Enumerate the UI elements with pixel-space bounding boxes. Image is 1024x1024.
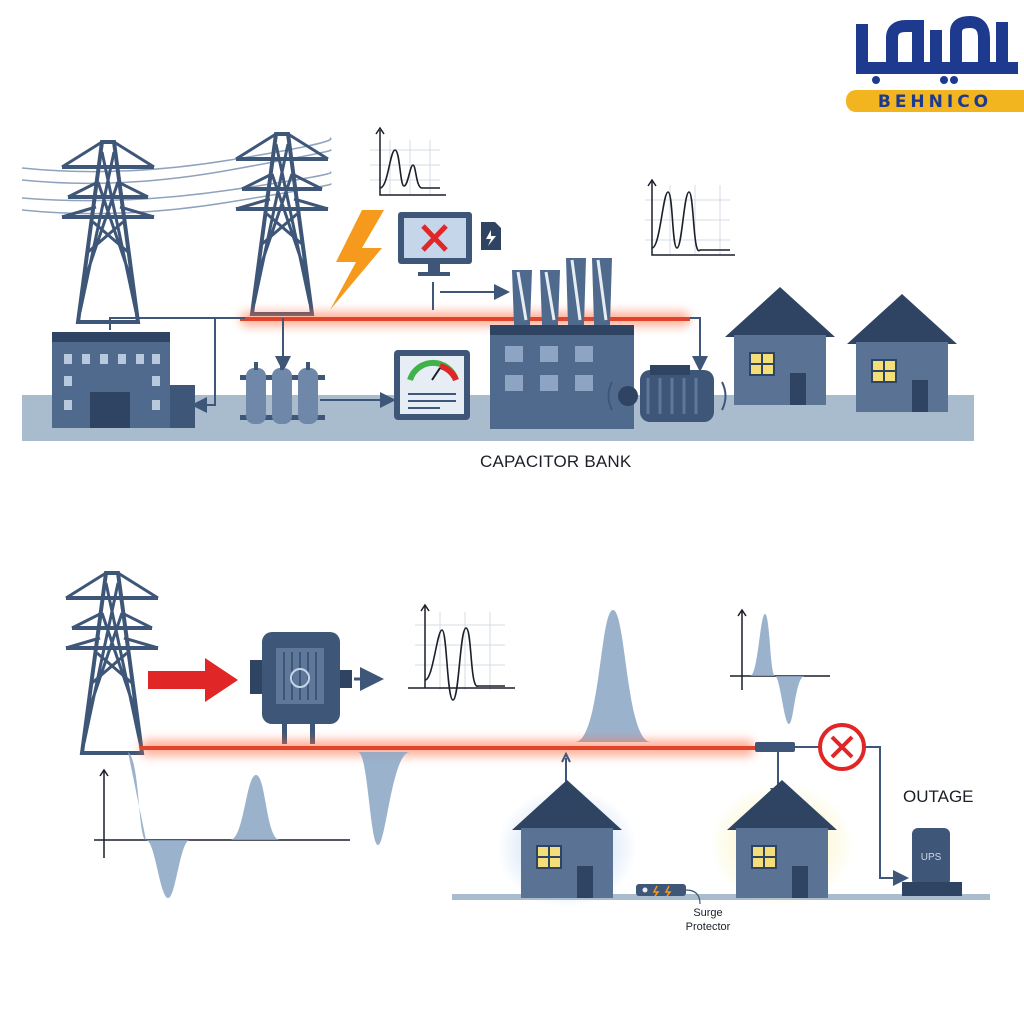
connector-lines-top (109, 282, 708, 413)
no-power-icon (818, 723, 866, 771)
capacitor-bank-label: CAPACITOR BANK (480, 452, 632, 471)
monitor-error-icon (398, 212, 472, 276)
capacitor-bank-icon (240, 362, 325, 424)
house-icon (846, 293, 958, 413)
lightning-bolt-icon (330, 210, 384, 310)
behnico-logo: BEHNICO (846, 8, 1024, 112)
waveform-chart-icon (408, 603, 515, 701)
disturbed-line-bottom (140, 740, 822, 756)
factory-icon (490, 258, 634, 429)
transmission-tower-icon (64, 571, 160, 755)
waveform-chart-icon (645, 178, 735, 256)
house-icon (511, 779, 623, 899)
waveform-chart-icon (370, 126, 446, 196)
ups-icon (902, 828, 962, 896)
waveform-chart-icon (94, 752, 410, 898)
arrow-right-icon (148, 658, 238, 702)
voltage-spike-wave (575, 610, 651, 742)
transmission-tower-icon (60, 140, 156, 324)
disturbed-line-top (240, 312, 690, 326)
motor-icon (607, 365, 727, 422)
surge-protector-icon (636, 884, 701, 905)
logo-wordmark: BEHNICO (877, 92, 993, 112)
ups-label: UPS (920, 852, 942, 863)
outage-label: OUTAGE (903, 787, 974, 806)
ground-strip-bottom (452, 894, 990, 900)
house-icon (724, 286, 836, 406)
surge-protector-label: Surge Protector (676, 906, 740, 934)
motor-icon (250, 632, 384, 744)
surge-protector-label-line1: Surge (693, 907, 723, 919)
transmission-tower-icon (234, 132, 330, 316)
power-document-icon (481, 222, 501, 250)
surge-protector-label-line2: Protector (685, 921, 731, 933)
substation-building-icon (52, 332, 195, 428)
power-wires (21, 137, 332, 215)
logo-band (846, 90, 1024, 112)
logo-arabic-mark (856, 15, 1018, 84)
waveform-chart-icon (730, 608, 830, 724)
meter-icon (394, 350, 470, 420)
